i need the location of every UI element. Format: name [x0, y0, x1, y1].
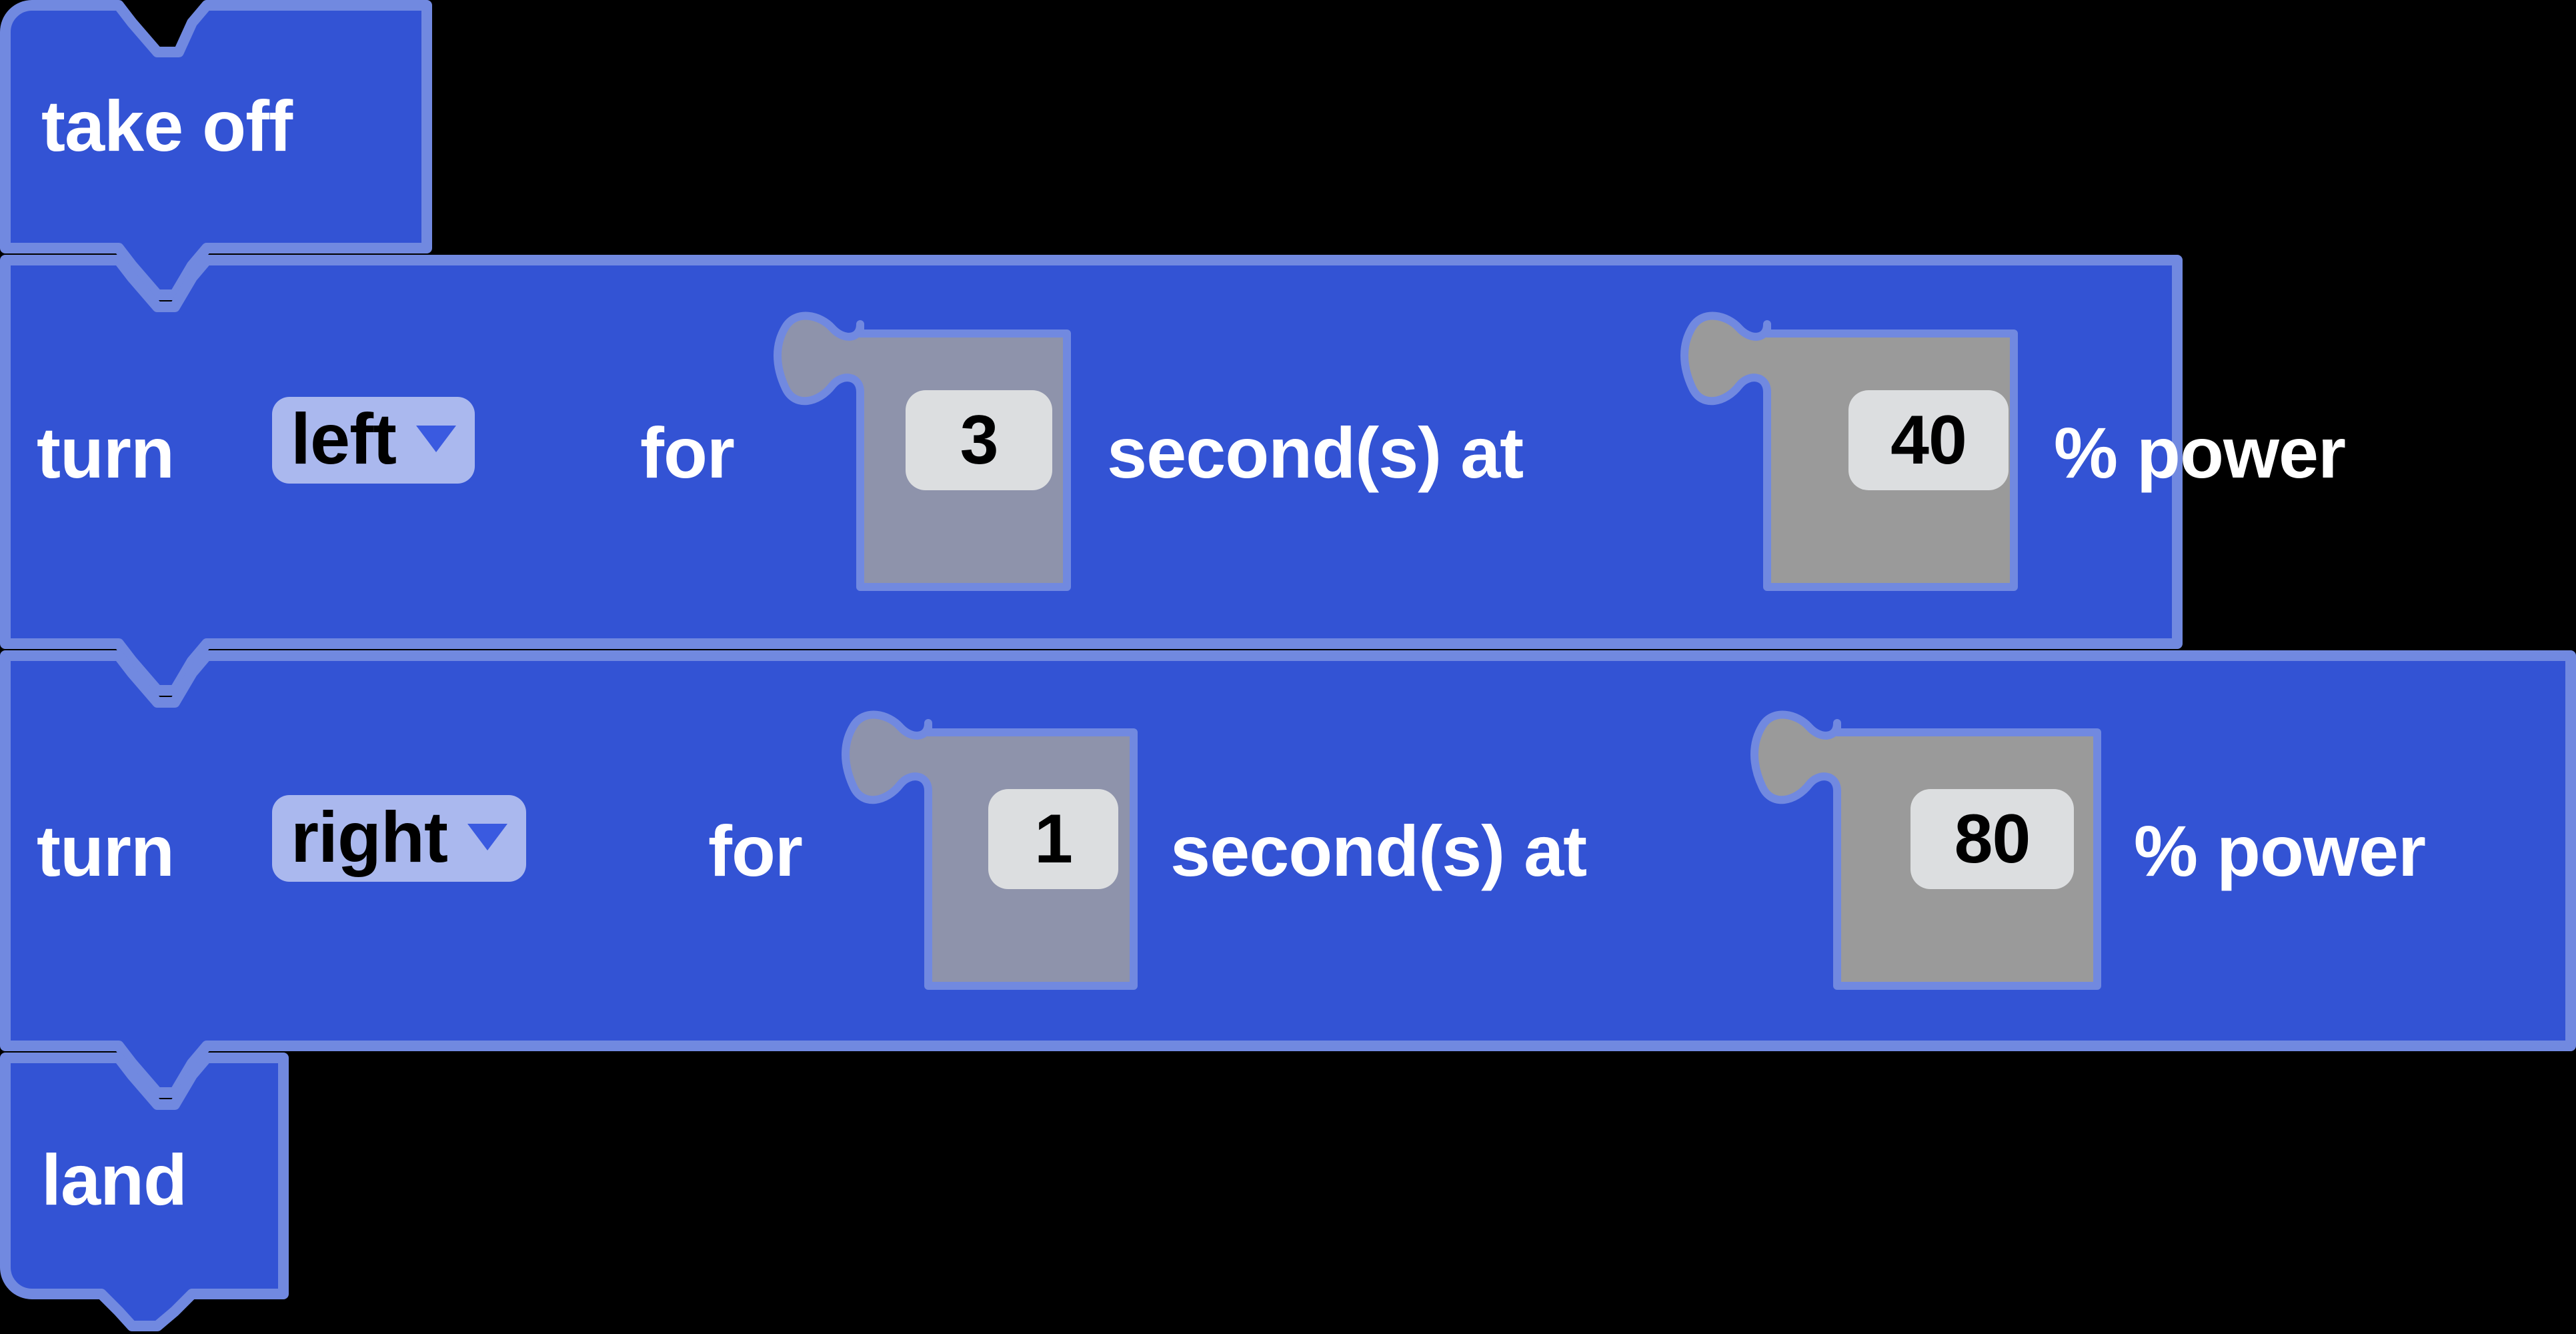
direction-dropdown-row1-value: left — [291, 398, 397, 479]
duration-input-row1[interactable]: 3 — [906, 390, 1052, 490]
for-label-row2: for — [708, 810, 803, 891]
direction-dropdown-row2[interactable]: right — [272, 795, 526, 882]
block-label-take-off: take off — [41, 85, 293, 166]
turn-verb-row1: turn — [37, 412, 175, 493]
power-input-row2[interactable]: 80 — [1910, 789, 2074, 889]
chevron-down-icon — [467, 824, 507, 850]
block-turn-left-shape[interactable] — [0, 255, 2183, 696]
duration-input-row2[interactable]: 1 — [988, 789, 1118, 889]
for-label-row1: for — [640, 412, 735, 493]
chevron-down-icon — [416, 426, 456, 452]
percent-power-label-row2: % power — [2134, 810, 2426, 891]
seconds-at-label-row2: second(s) at — [1170, 810, 1587, 891]
turn-verb-row2: turn — [37, 810, 175, 891]
block-label-land: land — [41, 1139, 187, 1220]
direction-dropdown-row2-value: right — [291, 796, 448, 877]
percent-power-label-row1: % power — [2054, 412, 2346, 493]
direction-dropdown-row1[interactable]: left — [272, 397, 475, 484]
block-land-shape[interactable] — [0, 1053, 289, 1331]
seconds-at-label-row1: second(s) at — [1107, 412, 1524, 493]
block-take-off-shape[interactable] — [0, 0, 432, 300]
power-input-row1[interactable]: 40 — [1848, 390, 2009, 490]
